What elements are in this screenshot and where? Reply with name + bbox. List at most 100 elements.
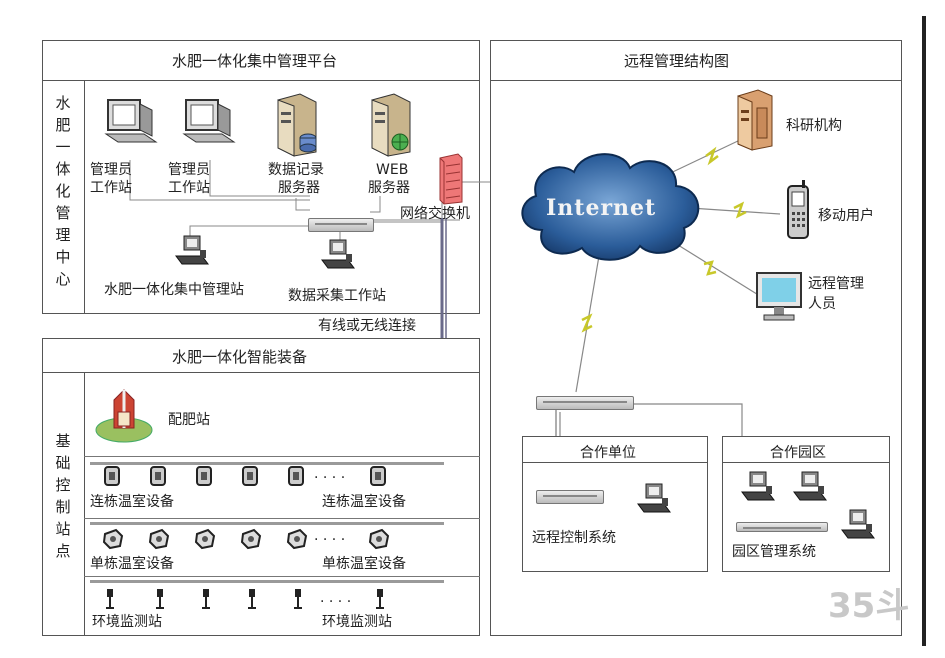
equipment-side-divider (84, 372, 85, 636)
collect-station-label: 数据采集工作站 (288, 288, 386, 304)
env-monitor-icon (106, 589, 114, 609)
ellipsis: · · · · (320, 594, 352, 610)
env-monitor-icon (294, 589, 302, 609)
platform-side-divider (84, 80, 85, 314)
remote-title-divider (490, 80, 902, 81)
remote-manager-monitor-icon (756, 272, 802, 321)
web-server-line2: 服务器 (368, 180, 410, 196)
admin1-line2: 工作站 (90, 180, 132, 196)
multi-span-device-icon (370, 466, 386, 486)
single-span-device-icon (240, 528, 262, 550)
collect-station-pc-icon (321, 239, 355, 269)
partner-park-rack-icon (736, 522, 828, 532)
single-span-device-icon (286, 528, 308, 550)
single-span-right-label: 单栋温室设备 (322, 556, 406, 572)
right-edge-bar (922, 16, 926, 646)
multi-span-right-label: 连栋温室设备 (322, 494, 406, 510)
bus-line (90, 580, 444, 583)
fertilizer-station-label: 配肥站 (168, 412, 210, 428)
base-char: 控 (55, 476, 71, 494)
base-char: 点 (55, 542, 71, 560)
env-monitor-icon (156, 589, 164, 609)
admin-workstation-1-icon (104, 99, 158, 143)
firewall-icon (439, 153, 463, 205)
platform-title-divider (42, 80, 480, 81)
multi-span-device-icon (104, 466, 120, 486)
ellipsis: · · · · (314, 532, 346, 548)
partner-unit-title: 合作单位 (580, 445, 636, 461)
remote-router-rack-icon (536, 396, 634, 410)
switch-rack-icon (308, 218, 374, 232)
mobile-phone-icon (787, 180, 809, 239)
partner-park-pc-icon (793, 471, 827, 501)
internet-label: Internet (546, 195, 657, 221)
multi-span-device-icon (288, 466, 304, 486)
db-server-line2: 服务器 (278, 180, 320, 196)
partner-unit-pc-icon (637, 483, 671, 513)
multi-span-device-icon (196, 466, 212, 486)
partner-unit-panel (522, 436, 708, 572)
env-monitor-right-label: 环境监测站 (322, 614, 392, 630)
remote-title: 远程管理结构图 (624, 52, 730, 70)
single-span-left-label: 单栋温室设备 (90, 556, 174, 572)
center-char: 中 (55, 248, 71, 266)
central-station-label: 水肥一体化集中管理站 (104, 282, 244, 298)
partner-park-title: 合作园区 (770, 445, 826, 461)
single-span-device-icon (194, 528, 216, 550)
platform-panel (42, 40, 480, 314)
internet-cloud-icon (521, 153, 700, 261)
partner-park-pc-icon (841, 509, 875, 539)
center-char: 一 (55, 138, 71, 156)
network-switch-label: 网络交换机 (400, 206, 470, 222)
remote-control-system-label: 远程控制系统 (532, 530, 616, 546)
center-char: 体 (55, 160, 71, 178)
row-divider (84, 456, 480, 457)
bus-line (90, 522, 444, 525)
center-char: 管 (55, 204, 71, 222)
row-divider (84, 518, 480, 519)
admin-workstation-2-icon (182, 99, 236, 143)
database-server-icon (277, 93, 317, 157)
base-char: 础 (55, 454, 71, 472)
base-char: 基 (55, 432, 71, 450)
remote-manager-line1: 远程管理 (808, 276, 864, 292)
wired-wireless-label: 有线或无线连接 (318, 318, 416, 334)
center-char: 肥 (55, 116, 71, 134)
web-server-line1: WEB (376, 162, 409, 178)
center-char: 化 (55, 182, 71, 200)
base-char: 制 (55, 498, 71, 516)
env-monitor-left-label: 环境监测站 (92, 614, 162, 630)
central-station-pc-icon (175, 235, 209, 265)
env-monitor-icon (376, 589, 384, 609)
equipment-title-divider (42, 372, 480, 373)
equipment-panel (42, 338, 480, 636)
mobile-user-label: 移动用户 (818, 208, 874, 224)
center-char: 心 (55, 270, 71, 288)
platform-title: 水肥一体化集中管理平台 (172, 52, 338, 70)
center-char: 水 (55, 94, 71, 112)
web-server-icon (371, 93, 411, 157)
partner-park-panel (722, 436, 890, 572)
bus-line (90, 462, 444, 465)
center-char: 理 (55, 226, 71, 244)
admin1-line1: 管理员 (90, 162, 132, 178)
row-divider (84, 576, 480, 577)
partner-park-divider (722, 462, 890, 463)
single-span-device-icon (368, 528, 390, 550)
partner-unit-rack-icon (536, 490, 604, 504)
remote-manager-line2: 人员 (808, 296, 836, 312)
research-institute-icon (737, 89, 773, 151)
equipment-title: 水肥一体化智能装备 (172, 348, 308, 366)
ellipsis: · · · · (314, 470, 346, 486)
multi-span-device-icon (242, 466, 258, 486)
park-management-system-label: 园区管理系统 (732, 544, 816, 560)
env-monitor-icon (202, 589, 210, 609)
base-char: 站 (55, 520, 71, 538)
admin2-line1: 管理员 (168, 162, 210, 178)
fertilizer-station-icon (95, 389, 153, 443)
partner-park-pc-icon (741, 471, 775, 501)
partner-unit-divider (522, 462, 708, 463)
research-institute-label: 科研机构 (786, 118, 842, 134)
db-server-line1: 数据记录 (268, 162, 324, 178)
env-monitor-icon (248, 589, 256, 609)
